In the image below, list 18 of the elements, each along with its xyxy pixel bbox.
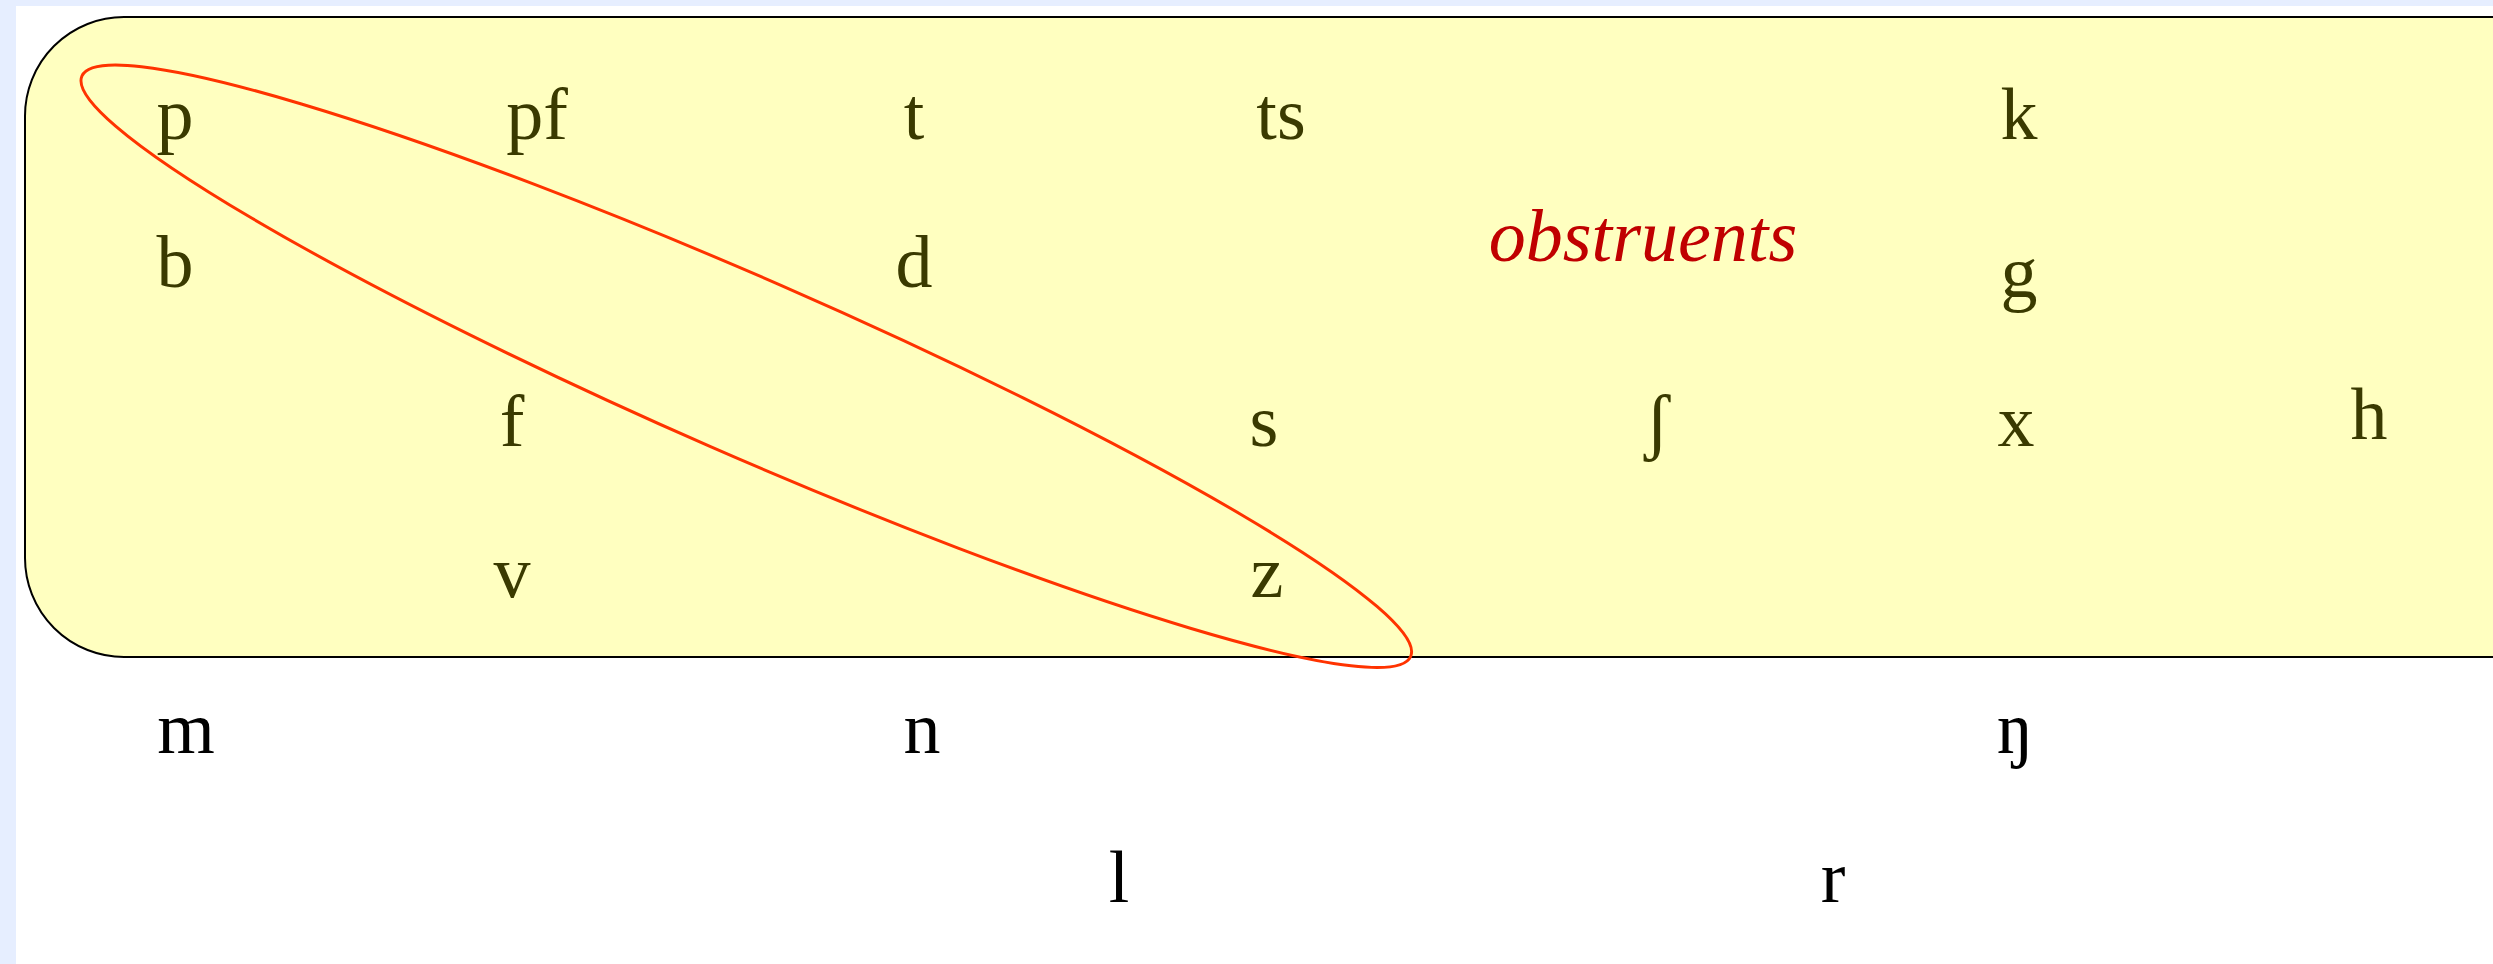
phoneme-symbol: n bbox=[903, 691, 941, 765]
phoneme-symbol: m bbox=[157, 691, 215, 765]
phoneme-symbol: v bbox=[493, 535, 531, 609]
group-label: obstruents bbox=[1488, 199, 1798, 273]
ellipse-outline bbox=[77, 61, 1415, 671]
phoneme-symbol: ts bbox=[1256, 77, 1306, 151]
phoneme-symbol: l bbox=[1108, 840, 1130, 914]
phoneme-symbol: t bbox=[903, 77, 925, 151]
phoneme-symbol: h bbox=[2350, 377, 2388, 451]
phoneme-symbol: x bbox=[1997, 384, 2035, 458]
obstruents-band bbox=[24, 16, 2493, 658]
phoneme-symbol: f bbox=[499, 384, 525, 458]
phoneme-symbol: d bbox=[895, 225, 933, 299]
phoneme-symbol: b bbox=[156, 225, 194, 299]
phoneme-symbol: r bbox=[1820, 840, 1846, 914]
phoneme-symbol: z bbox=[1250, 535, 1284, 609]
phoneme-symbol: k bbox=[2000, 77, 2038, 151]
phoneme-symbol: s bbox=[1249, 384, 1279, 458]
